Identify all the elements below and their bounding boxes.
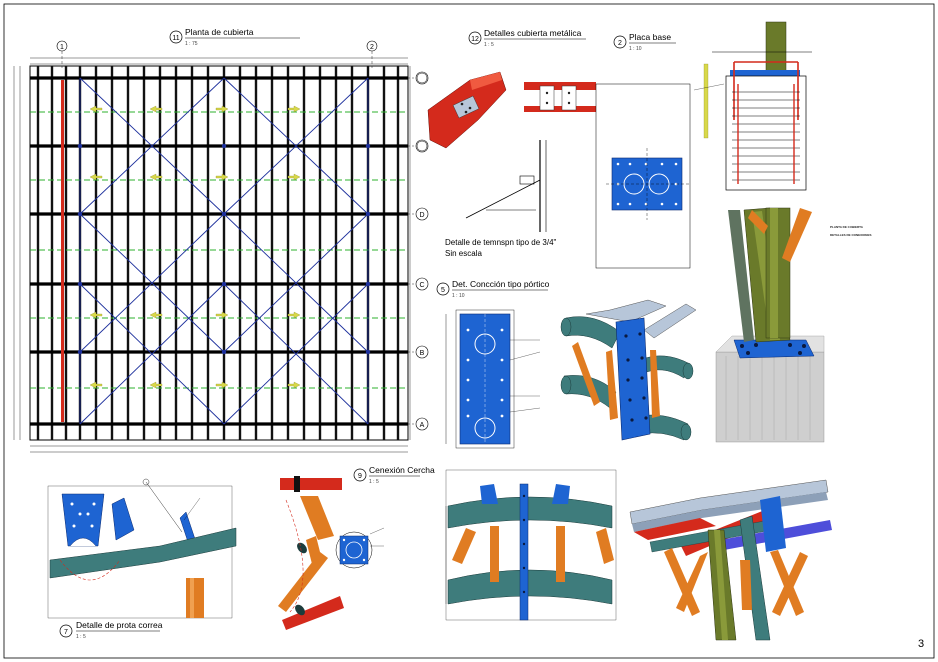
view-title: Detalles cubierta metálica	[484, 28, 582, 38]
grid-label: A	[420, 422, 425, 429]
truss-3d-view	[629, 479, 832, 641]
row-axis-bubbles: F E D C B A	[408, 71, 429, 431]
view-number: 11	[172, 35, 179, 42]
view-scale: 1 : 5	[369, 479, 379, 485]
view-title: Det. Concción tipo pórtico	[452, 279, 550, 289]
view-number: 2	[618, 40, 622, 47]
view-scale: 1 : 10	[452, 293, 465, 299]
view-title: Placa base	[629, 32, 671, 42]
view-scale: 1 : 5	[76, 634, 86, 640]
grid-label: B	[420, 350, 425, 357]
truss-elevation-view	[445, 469, 617, 621]
view-scale: 1 : 10	[629, 46, 642, 52]
grid-label: 2	[370, 44, 374, 51]
view-number-bubble	[169, 30, 183, 44]
tierod-detail-title: Detalle de temnspn tipo de 3/4"	[445, 238, 557, 247]
grid-label: D	[419, 212, 424, 219]
purlin-support-view: 7 Detalle de prota correa 1 : 5	[47, 478, 237, 640]
page-number: 3	[918, 638, 924, 650]
view-scale: 1 : 5	[484, 42, 494, 48]
sheet-border	[3, 3, 935, 659]
roof-plan-view: 11 Planta de cubierta 1 : 75 1 2	[13, 27, 429, 453]
view-number: 5	[441, 287, 445, 294]
view-title: Detalle de prota correa	[76, 620, 163, 630]
base-plate-view: 2 Placa base 1 : 10	[595, 21, 871, 443]
view-title: Cenexión Cercha	[369, 465, 435, 475]
portal-connection-view: 5 Det. Concción tipo pórtico 1 : 10	[436, 279, 697, 449]
view-number: 9	[358, 473, 362, 480]
view-number: 7	[64, 629, 68, 636]
sheet-legend-line-2: DETALLES DE CONEXIONES	[830, 233, 871, 237]
view-number: 12	[471, 36, 479, 43]
grid-label: C	[419, 282, 424, 289]
grid-label: 1	[60, 44, 64, 51]
sheet-legend-line-1: PLANTA DE CUBIERTA	[830, 225, 864, 229]
roof-metal-details-view: 12 Detalles cubierta metálica 1 : 5 Deta…	[416, 28, 596, 258]
truss-connection-view: 9 Cenexión Cercha 1 : 5	[278, 465, 435, 630]
view-scale: 1 : 75	[185, 41, 198, 47]
tierod-detail-scale: Sin escala	[445, 249, 482, 258]
view-title: Planta de cubierta	[185, 27, 254, 37]
